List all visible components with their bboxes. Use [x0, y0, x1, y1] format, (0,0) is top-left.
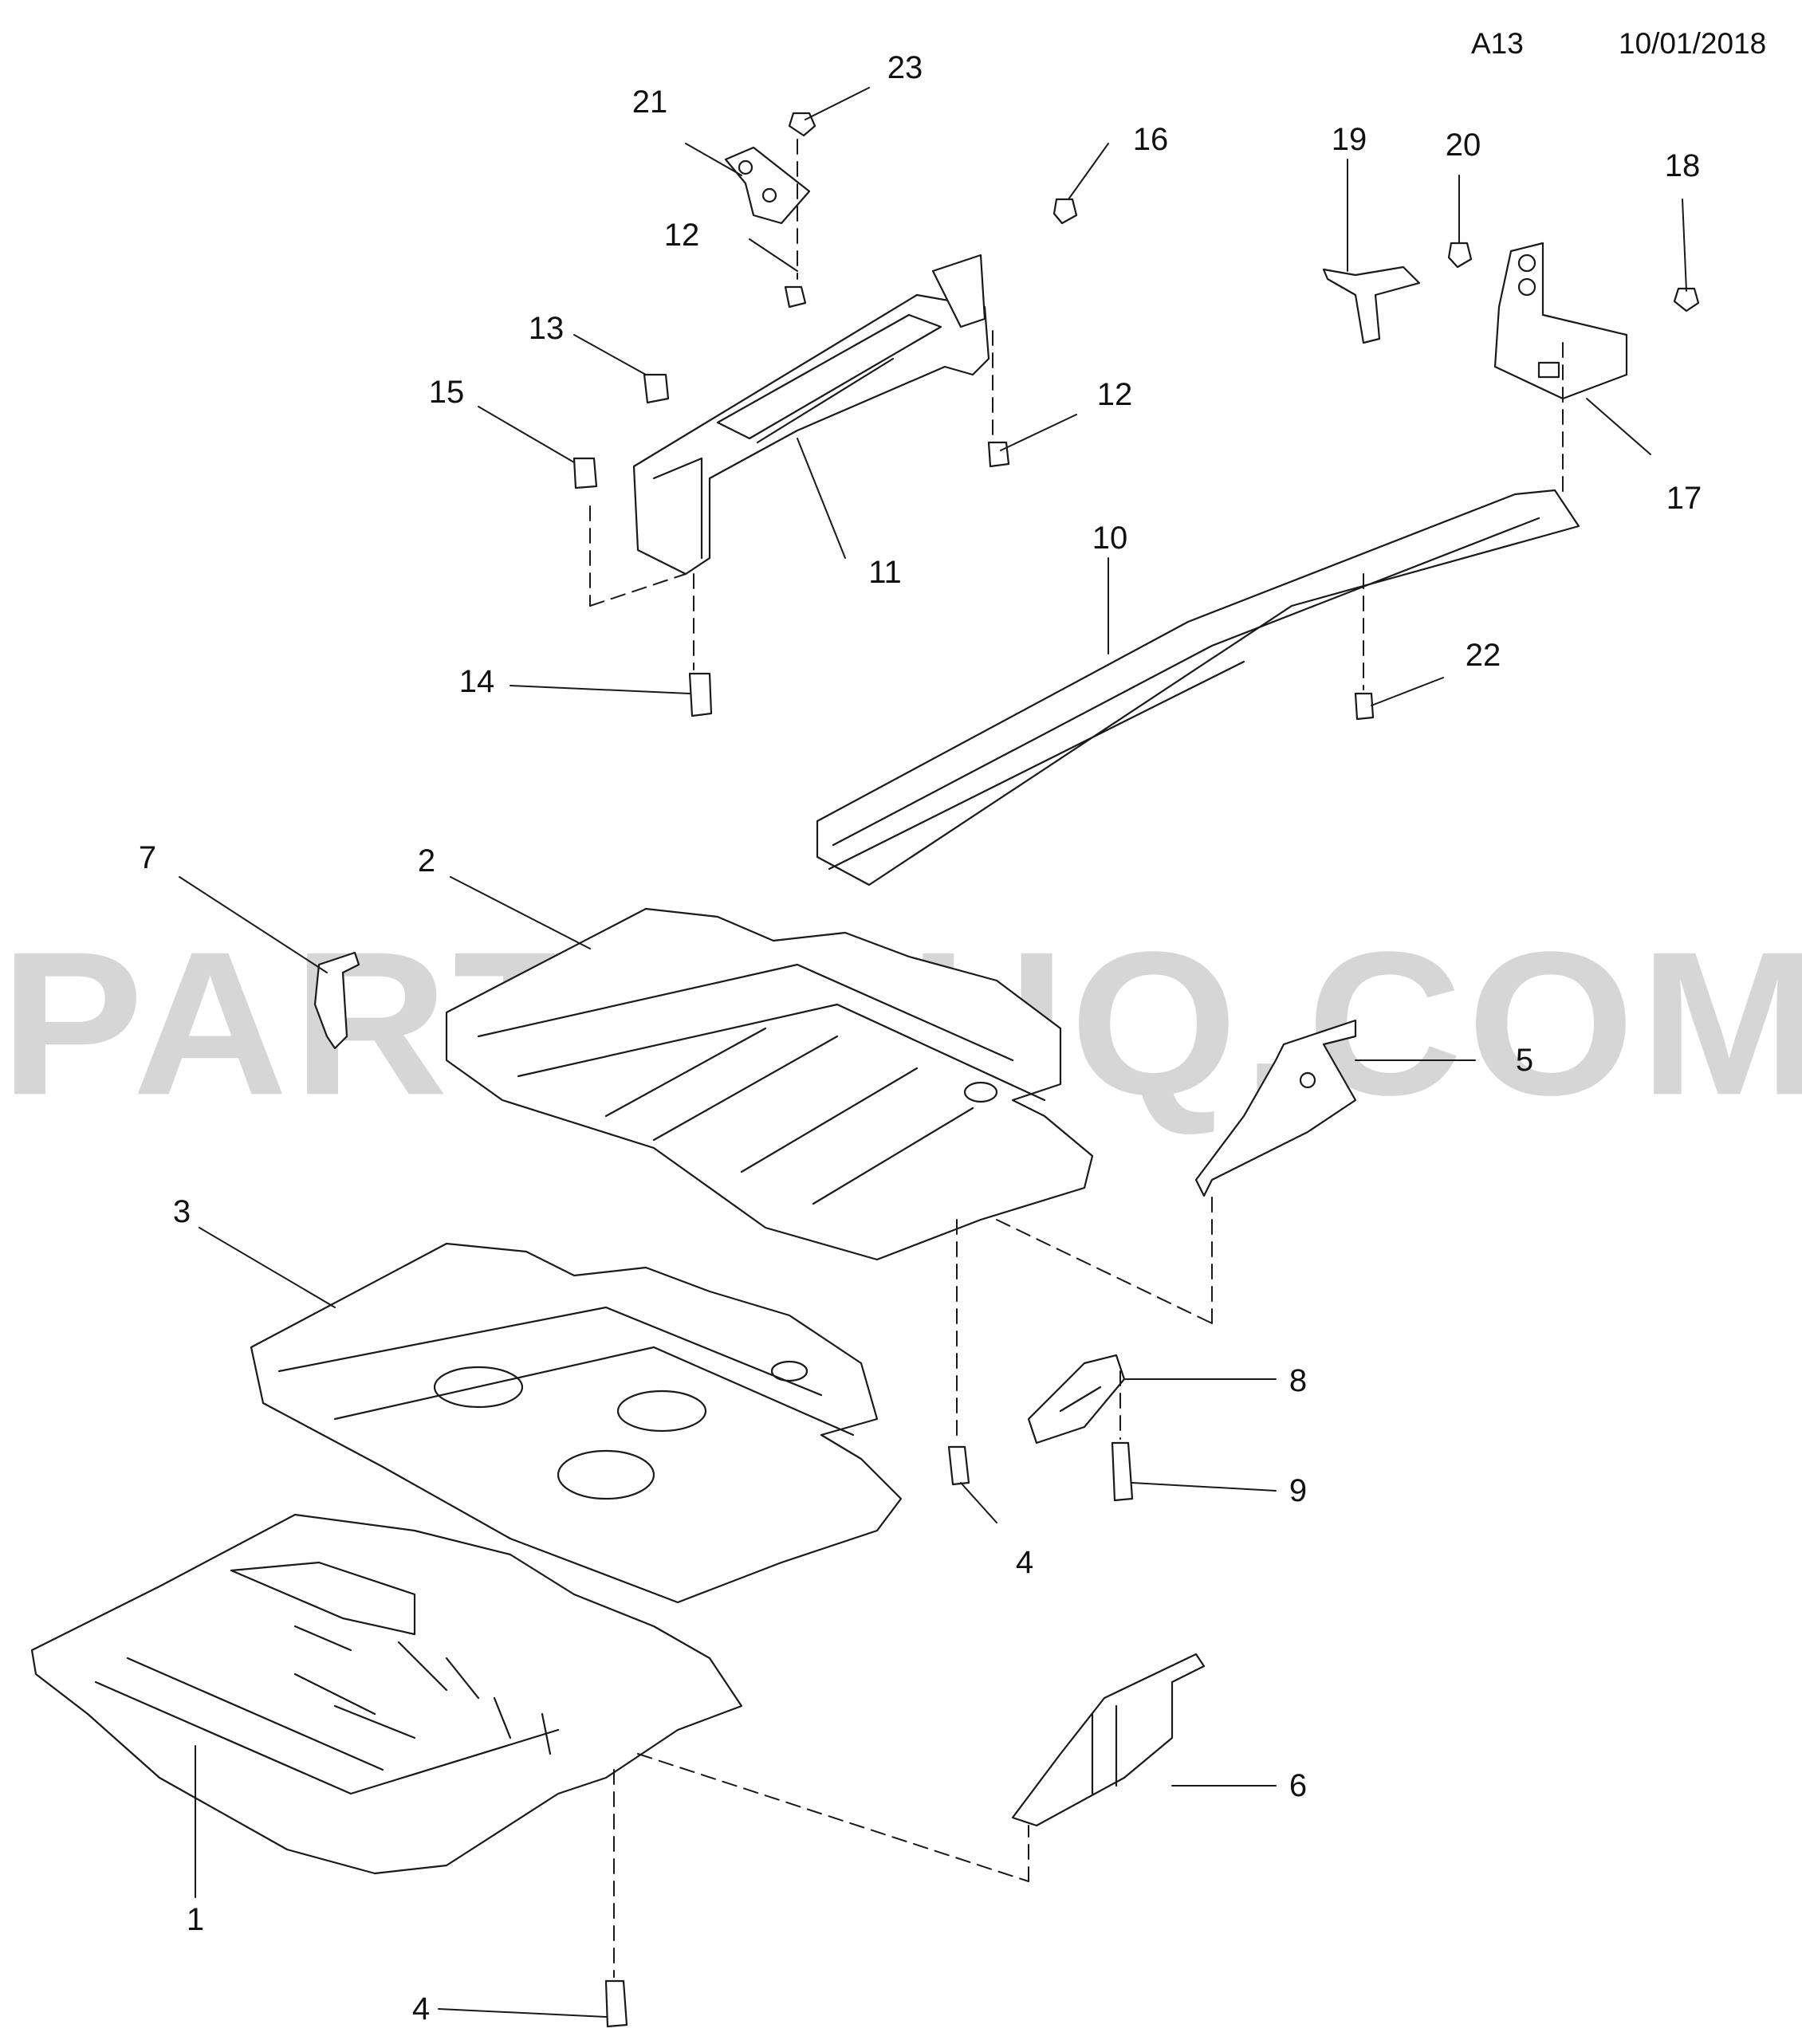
callout-5: 5 [1515, 1043, 1534, 1078]
callout-2: 2 [417, 843, 436, 879]
callout-17: 17 [1666, 481, 1702, 516]
part-5-bracket [1194, 1019, 1357, 1197]
callout-7: 7 [138, 840, 157, 875]
callout-21: 21 [631, 85, 668, 120]
callout-4-upper: 4 [1015, 1545, 1034, 1580]
part-17-bracket [1493, 242, 1628, 400]
part-8-bracket [1027, 1354, 1126, 1445]
callout-10: 10 [1092, 521, 1128, 556]
part-7-bracket [313, 951, 360, 1050]
part-21-bracket [724, 146, 811, 225]
part-1-skid-plate [30, 1513, 743, 1875]
diagram-date: 10/01/2018 [1619, 27, 1767, 60]
callout-1: 1 [186, 1902, 205, 1937]
callout-16: 16 [1132, 122, 1169, 157]
callout-9: 9 [1289, 1473, 1308, 1508]
callout-6: 6 [1289, 1768, 1308, 1803]
callout-15: 15 [428, 375, 465, 410]
callout-20: 20 [1445, 128, 1481, 163]
part-19-bracket [1322, 265, 1421, 344]
part-6-bracket [1011, 1653, 1206, 1827]
diagram-code: A13 [1471, 27, 1524, 60]
callout-19: 19 [1331, 122, 1367, 157]
dashed-lines [589, 139, 1564, 1978]
callout-23: 23 [887, 50, 923, 85]
part-11-bracket [632, 254, 990, 576]
callout-3: 3 [172, 1194, 191, 1229]
part-10-rail [816, 489, 1580, 886]
callout-22: 22 [1465, 638, 1501, 673]
callout-13: 13 [528, 311, 565, 346]
callout-18: 18 [1664, 148, 1701, 183]
part-3-shield [250, 1242, 903, 1604]
callout-8: 8 [1289, 1363, 1308, 1398]
callout-4-lower: 4 [411, 1991, 431, 2026]
callout-12-upper: 12 [663, 218, 700, 253]
part-2-shield [445, 907, 1094, 1261]
callout-14: 14 [458, 664, 495, 699]
callout-11: 11 [868, 555, 902, 590]
callout-12-lower: 12 [1096, 377, 1133, 412]
leader-lines [179, 87, 1687, 2018]
